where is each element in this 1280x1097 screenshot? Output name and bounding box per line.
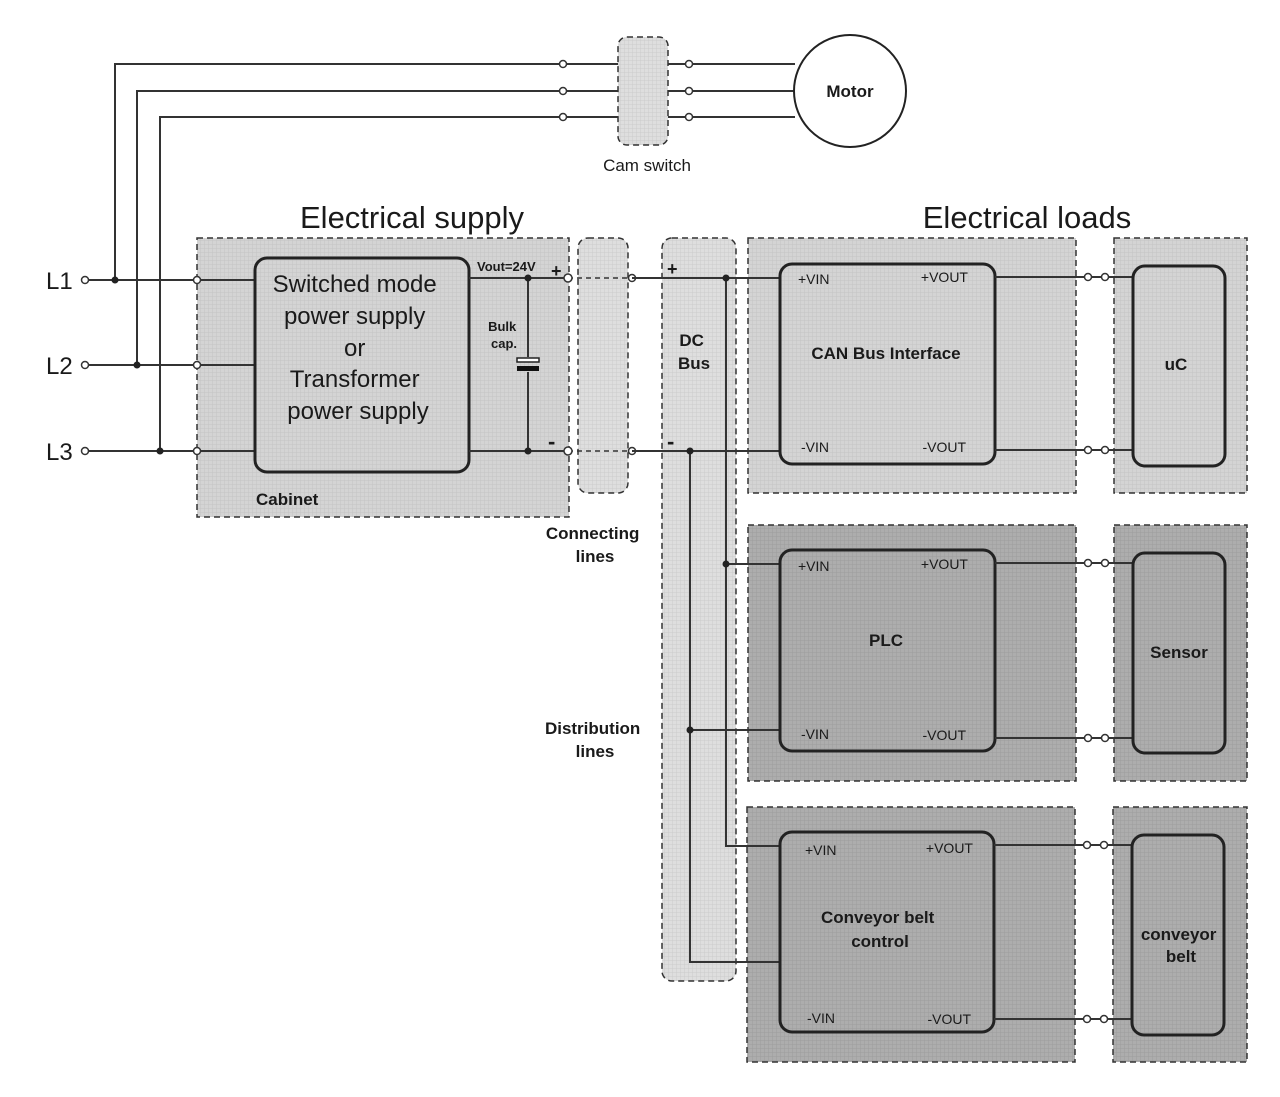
uc-device-block (1131, 264, 1227, 468)
bulk-cap-label: Bulk cap. (488, 319, 520, 351)
can-bus-interface-block (778, 262, 997, 466)
cam-switch-label: Cam switch (603, 156, 691, 175)
pin-vin-minus: -VIN (807, 1010, 835, 1026)
phase-label-l1: L1 (46, 268, 73, 295)
dc-bus-plus-sign: + (667, 259, 678, 279)
electrical-loads-title: Electrical loads (923, 200, 1131, 235)
sensor-label: Sensor (1150, 643, 1208, 662)
power-supply-block (253, 256, 471, 474)
pin-vin-plus: +VIN (798, 271, 830, 287)
plc-block (778, 548, 997, 753)
dc-bus-label: DC Bus (678, 331, 710, 373)
phase-label-l3: L3 (46, 439, 73, 466)
pin-vin-plus: +VIN (798, 558, 830, 574)
sensor-device-block (1131, 551, 1227, 755)
connecting-lines-region (577, 237, 629, 494)
bulk-capacitor-icon (516, 357, 540, 371)
distribution-lines-label: Distribution lines (545, 719, 645, 761)
can-bus-interface-label: CAN Bus Interface (811, 344, 960, 363)
pin-vout-minus: -VOUT (927, 1011, 971, 1027)
dc-bus-region (661, 237, 737, 982)
dc-bus-minus-sign: - (667, 429, 674, 454)
cabinet-label: Cabinet (256, 490, 319, 509)
pin-vout-plus: +VOUT (921, 269, 969, 285)
conveyor-belt-device-block (1130, 833, 1226, 1037)
conveyor-belt-label: conveyor belt (1141, 925, 1221, 966)
motor-feed-wires (114, 59, 795, 451)
pin-vout-minus: -VOUT (922, 439, 966, 455)
load-2: +VIN +VOUT -VIN -VOUT PLC Sensor (778, 548, 1227, 755)
plc-label: PLC (869, 631, 903, 650)
pin-vout-plus: +VOUT (926, 840, 974, 856)
conveyor-belt-control-label: Conveyor belt control (821, 908, 939, 951)
pin-vin-minus: -VIN (801, 726, 829, 742)
pin-vout-minus: -VOUT (922, 727, 966, 743)
electrical-supply-title: Electrical supply (300, 200, 524, 235)
uc-label: uC (1165, 355, 1188, 374)
pin-vin-minus: -VIN (801, 439, 829, 455)
phase-label-l2: L2 (46, 353, 73, 380)
load-1: +VIN +VOUT -VIN -VOUT CAN Bus Interface … (778, 262, 1227, 468)
dc-bus-wires (632, 274, 780, 963)
pin-vout-plus: +VOUT (921, 556, 969, 572)
phase-wires (80, 275, 255, 456)
motor-label: Motor (826, 82, 874, 101)
power-supply-label: Switched mode power supply or Transforme… (273, 271, 444, 425)
motor (793, 34, 907, 148)
supply-plus-sign: + (551, 261, 562, 281)
conveyor-belt-control-block (778, 830, 996, 1034)
connecting-lines-label: Connecting lines (546, 524, 644, 566)
supply-minus-sign: - (548, 429, 555, 454)
cam-switch-region (617, 36, 669, 146)
dc-output-wires (469, 274, 568, 455)
pin-vin-plus: +VIN (805, 842, 837, 858)
vout-label: Vout=24V (477, 259, 536, 274)
load-3: +VIN +VOUT -VIN -VOUT Conveyor belt cont… (778, 830, 1226, 1037)
